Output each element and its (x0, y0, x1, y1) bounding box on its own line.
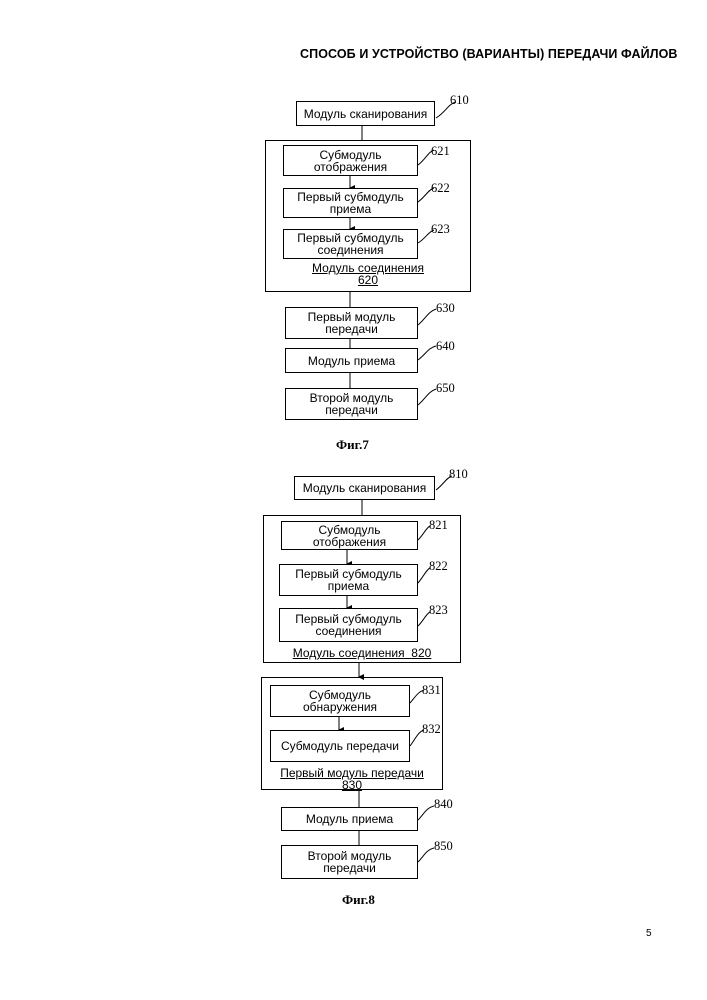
ref-640: 640 (436, 339, 455, 354)
leader-840 (418, 806, 434, 820)
display-submodule-box-621: Субмодуль отображения (283, 145, 418, 176)
second-transfer-module-box-650: Второй модуль передачи (285, 388, 418, 420)
connection-module-ref-820: 820 (411, 646, 431, 660)
first-transfer-module-ref-830: 830 (342, 778, 362, 792)
scan-module-label-810: Модуль сканирования (303, 482, 426, 494)
display-submodule-label-621: Субмодуль отображения (284, 149, 417, 173)
ref-610: 610 (450, 93, 469, 108)
ref-831: 831 (422, 683, 441, 698)
connection-module-ref-620: 620 (358, 273, 378, 287)
receive-module-label-640: Модуль приема (308, 355, 395, 367)
detection-submodule-label-831: Субмодуль обнаружения (271, 689, 409, 713)
leader-640 (418, 346, 436, 360)
display-submodule-label-821: Субмодуль отображения (282, 524, 417, 548)
figure-7-caption: Фиг.7 (336, 437, 369, 453)
leader-630 (418, 309, 436, 325)
second-transfer-module-label-650: Второй модуль передачи (286, 392, 417, 416)
first-connection-submodule-label-623: Первый субмодуль соединения (284, 232, 417, 256)
receive-module-box-840: Модуль приема (281, 807, 418, 831)
ref-621: 621 (431, 144, 450, 159)
connection-module-label-820: Модуль соединения (293, 646, 405, 660)
scan-module-box-610: Модуль сканирования (296, 101, 435, 126)
transfer-submodule-box-832: Субмодуль передачи (270, 730, 410, 762)
transfer-submodule-label-832: Субмодуль передачи (281, 740, 399, 752)
ref-630: 630 (436, 301, 455, 316)
first-receive-submodule-label-822: Первый субмодуль приема (280, 568, 417, 592)
first-transfer-module-label-630: Первый модуль передачи (286, 311, 417, 335)
leader-850 (418, 848, 434, 862)
display-submodule-box-821: Субмодуль отображения (281, 521, 418, 550)
leader-650 (418, 389, 436, 405)
first-receive-submodule-box-622: Первый субмодуль приема (283, 188, 418, 218)
figure-8-caption: Фиг.8 (342, 892, 375, 908)
first-transfer-module-box-630: Первый модуль передачи (285, 307, 418, 339)
first-connection-submodule-box-623: Первый субмодуль соединения (283, 229, 418, 259)
second-transfer-module-label-850: Второй модуль передачи (282, 850, 417, 874)
scan-module-box-810: Модуль сканирования (294, 476, 435, 500)
connection-module-caption-620: Модуль соединения 620 (265, 262, 471, 286)
ref-850: 850 (434, 839, 453, 854)
connection-module-caption-820: Модуль соединения 820 (263, 647, 461, 659)
receive-module-box-640: Модуль приема (285, 348, 418, 373)
page-number: 5 (646, 928, 652, 939)
receive-module-label-840: Модуль приема (306, 813, 393, 825)
ref-832: 832 (422, 722, 441, 737)
ref-623: 623 (431, 222, 450, 237)
detection-submodule-box-831: Субмодуль обнаружения (270, 685, 410, 717)
first-connection-submodule-box-823: Первый субмодуль соединения (279, 608, 418, 642)
scan-module-label-610: Модуль сканирования (304, 108, 427, 120)
ref-822: 822 (429, 559, 448, 574)
ref-823: 823 (429, 603, 448, 618)
ref-821: 821 (429, 518, 448, 533)
ref-650: 650 (436, 381, 455, 396)
ref-622: 622 (431, 181, 450, 196)
ref-810: 810 (449, 467, 468, 482)
first-receive-submodule-label-622: Первый субмодуль приема (284, 191, 417, 215)
ref-840: 840 (434, 797, 453, 812)
first-transfer-module-caption-830: Первый модуль передачи 830 (261, 767, 443, 791)
first-receive-submodule-box-822: Первый субмодуль приема (279, 564, 418, 596)
first-connection-submodule-label-823: Первый субмодуль соединения (280, 613, 417, 637)
second-transfer-module-box-850: Второй модуль передачи (281, 845, 418, 879)
